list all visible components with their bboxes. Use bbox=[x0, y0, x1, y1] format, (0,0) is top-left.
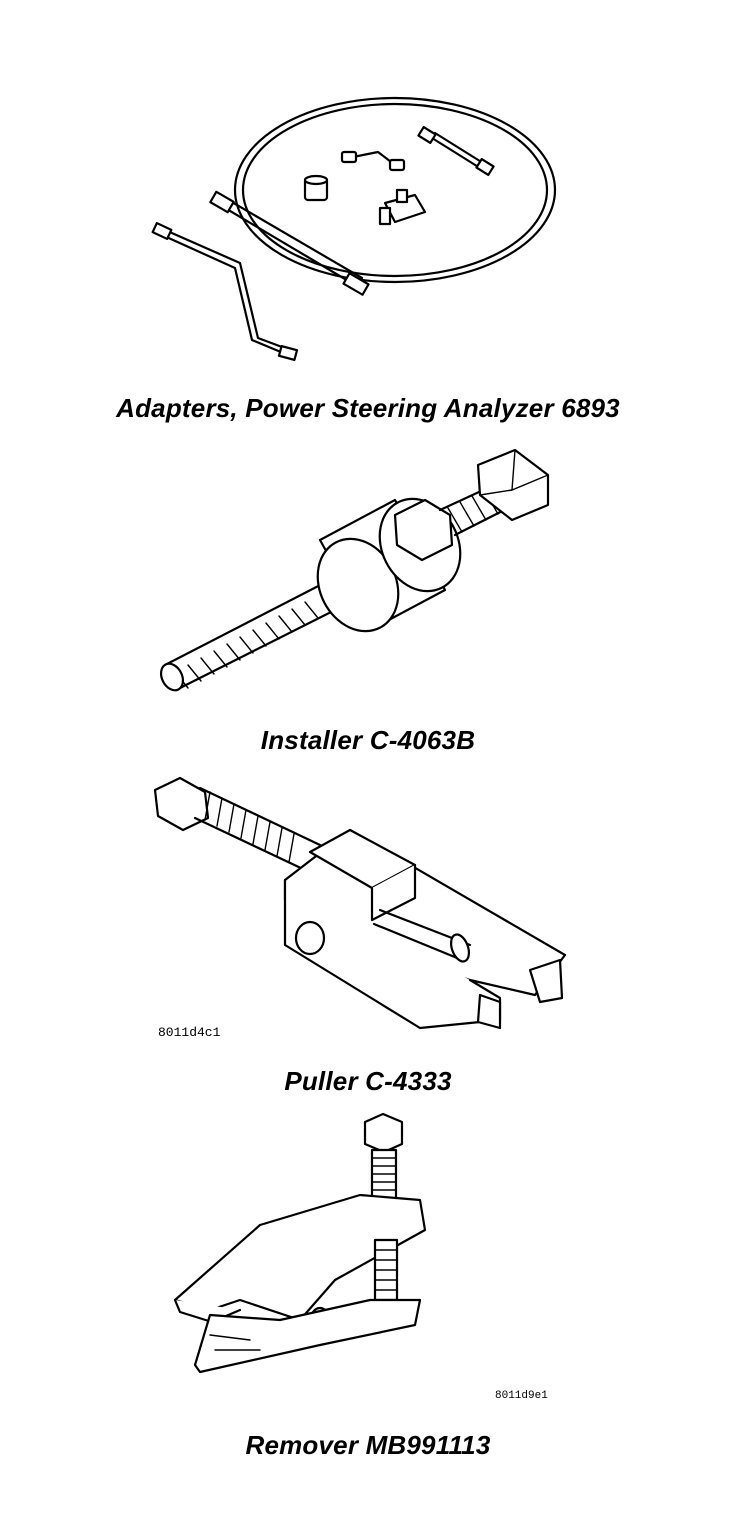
ball-joint-remover-illustration bbox=[173, 1112, 427, 1374]
ball-joint-puller-illustration bbox=[153, 776, 567, 1030]
figure-installer: Installer C-4063B bbox=[0, 440, 736, 770]
figure-remover: 8011d9e1 Remover MB991113 bbox=[0, 1100, 736, 1514]
caption-puller: Puller C-4333 bbox=[284, 1066, 452, 1096]
caption-adapters: Adapters, Power Steering Analyzer 6893 bbox=[116, 393, 620, 423]
figure-code-puller: 8011d4c1 bbox=[158, 1025, 221, 1040]
figure-adapters: Adapters, Power Steering Analyzer 6893 bbox=[0, 0, 736, 440]
figure-puller: 8011d4c1 Puller C-4333 bbox=[0, 770, 736, 1100]
threaded-rod bbox=[159, 578, 347, 692]
figure-code-remover: 8011d9e1 bbox=[495, 1390, 548, 1402]
adapters-hose-kit-illustration bbox=[151, 96, 557, 362]
screw-installer-illustration bbox=[159, 448, 550, 692]
caption-installer: Installer C-4063B bbox=[260, 725, 476, 755]
caption-remover: Remover MB991113 bbox=[245, 1430, 491, 1460]
